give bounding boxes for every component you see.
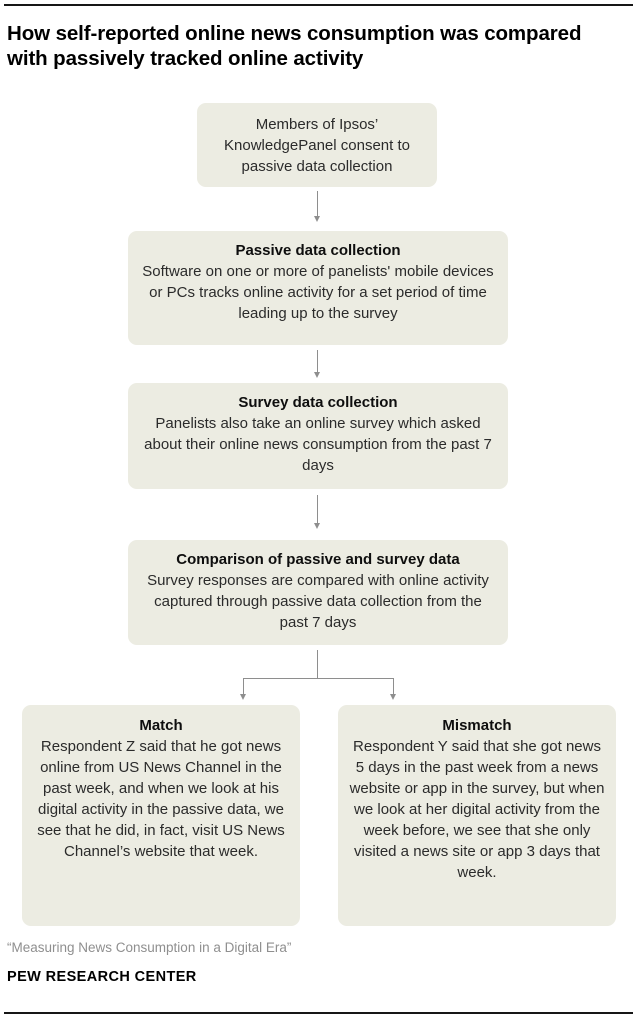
flow-box-match-body: Respondent Z said that he got news onlin…: [37, 738, 285, 860]
arrow-down-icon: [390, 678, 396, 700]
bottom-rule: [4, 1012, 633, 1014]
brand-pew-research-center: PEW RESEARCH CENTER: [7, 969, 197, 985]
flow-box-match: Match Respondent Z said that he got news…: [22, 705, 300, 926]
flow-box-consent-body: Members of Ipsos’ KnowledgePanel consent…: [224, 115, 410, 175]
page-title: How self-reported online news consumptio…: [7, 22, 582, 70]
flow-box-survey-data-header: Survey data collection: [238, 394, 398, 411]
flow-box-survey-data-body: Panelists also take an online survey whi…: [144, 415, 492, 474]
arrow-down-icon: [314, 350, 320, 378]
arrow-down-icon: [314, 191, 320, 222]
flow-box-comparison-header: Comparison of passive and survey data: [176, 551, 460, 568]
branch-connector-bar: [243, 678, 394, 679]
flow-box-comparison: Comparison of passive and survey data Su…: [128, 540, 508, 645]
flow-box-mismatch-body: Respondent Y said that she got news 5 da…: [349, 738, 605, 881]
flow-box-passive-data-header: Passive data collection: [235, 242, 401, 259]
top-rule: [4, 4, 633, 6]
branch-connector-stem: [317, 650, 318, 679]
arrow-down-icon: [314, 495, 320, 529]
arrow-down-icon: [240, 678, 246, 700]
flow-box-mismatch-header: Mismatch: [442, 717, 512, 734]
flow-box-passive-data-body: Software on one or more of panelists' mo…: [142, 263, 494, 322]
flow-box-comparison-body: Survey responses are compared with onlin…: [147, 572, 489, 631]
flow-box-passive-data: Passive data collection Software on one …: [128, 231, 508, 345]
source-line: “Measuring News Consumption in a Digital…: [7, 940, 292, 955]
flow-box-match-header: Match: [139, 717, 183, 734]
flow-box-consent: Members of Ipsos’ KnowledgePanel consent…: [197, 103, 437, 187]
flow-box-mismatch: Mismatch Respondent Y said that she got …: [338, 705, 616, 926]
flow-box-survey-data: Survey data collection Panelists also ta…: [128, 383, 508, 489]
